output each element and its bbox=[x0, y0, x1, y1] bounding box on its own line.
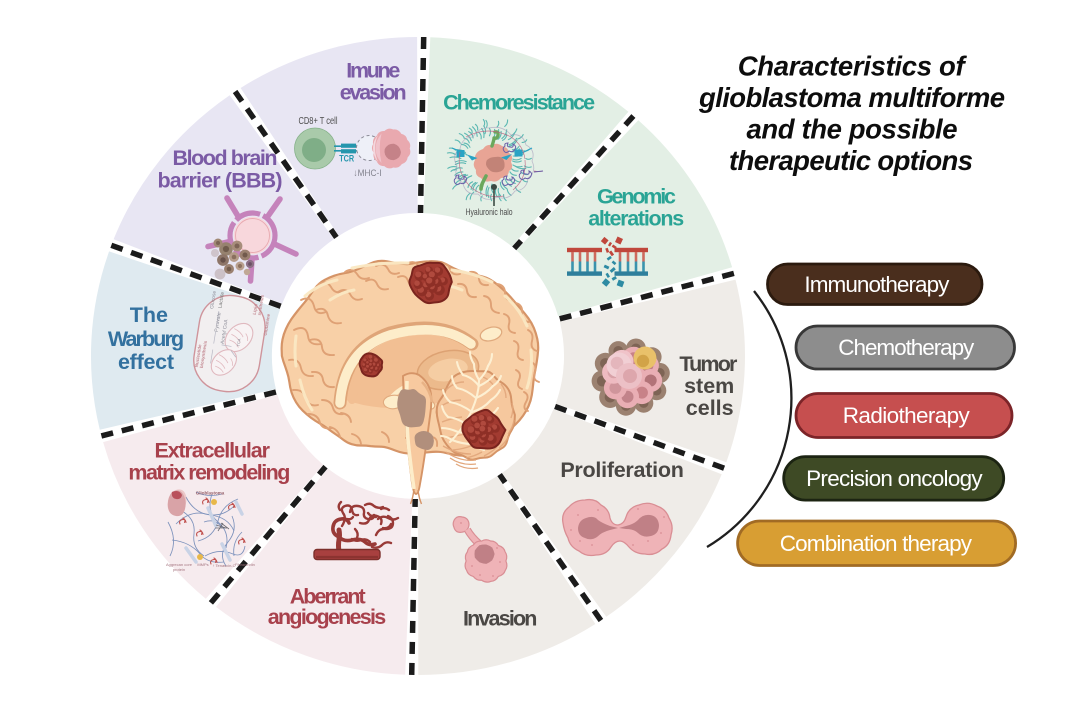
svg-text:MMPs: MMPs bbox=[197, 562, 208, 567]
svg-text:Glucose: Glucose bbox=[209, 290, 218, 309]
svg-text:CD8+ T cell: CD8+ T cell bbox=[299, 116, 338, 127]
svg-text:Characteristics of: Characteristics of bbox=[738, 51, 968, 82]
svg-text:Lipid: Lipid bbox=[252, 303, 259, 315]
svg-text:TCR: TCR bbox=[339, 153, 354, 163]
svg-text:Proliferation: Proliferation bbox=[560, 458, 684, 482]
svg-text:Tumor: Tumor bbox=[679, 352, 738, 376]
svg-text:Glutamine: Glutamine bbox=[263, 313, 271, 336]
svg-text:matrix remodeling: matrix remodeling bbox=[128, 461, 290, 485]
svg-text:Hyaluronic halo: Hyaluronic halo bbox=[466, 207, 513, 218]
svg-text:↓MHC-I: ↓MHC-I bbox=[354, 168, 382, 179]
svg-text:Invasion: Invasion bbox=[463, 606, 538, 630]
svg-text:TCA: TCA bbox=[236, 338, 242, 347]
svg-text:glioblastoma multiforme: glioblastoma multiforme bbox=[698, 82, 1005, 113]
svg-text:and the possible: and the possible bbox=[747, 114, 958, 145]
svg-text:Acetyl CoA: Acetyl CoA bbox=[220, 318, 230, 344]
svg-text:Imune: Imune bbox=[346, 59, 400, 83]
svg-text:Chemotherapy: Chemotherapy bbox=[838, 335, 975, 360]
svg-text:Lactate: Lactate bbox=[217, 291, 226, 308]
svg-text:Fibronectin: Fibronectin bbox=[235, 562, 255, 567]
svg-text:alterations: alterations bbox=[588, 206, 684, 230]
svg-text:angiogenesis: angiogenesis bbox=[268, 605, 387, 629]
svg-text:Glioblastoma: Glioblastoma bbox=[196, 491, 225, 496]
svg-text:Immunotherapy: Immunotherapy bbox=[804, 272, 950, 297]
svg-text:evasion: evasion bbox=[340, 80, 407, 104]
svg-text:barrier (BBB): barrier (BBB) bbox=[158, 169, 283, 193]
svg-text:effect: effect bbox=[118, 350, 174, 374]
svg-text:Extracellular: Extracellular bbox=[154, 438, 270, 462]
svg-text:Pyruvate: Pyruvate bbox=[214, 312, 223, 333]
svg-text:Aggrecan core: Aggrecan core bbox=[166, 562, 193, 567]
svg-text:synthesis: synthesis bbox=[257, 294, 265, 316]
svg-text:Aberrant: Aberrant bbox=[290, 585, 366, 609]
svg-text:Blood brain: Blood brain bbox=[173, 146, 278, 170]
svg-text:Genomic: Genomic bbox=[597, 185, 676, 209]
svg-text:biosynthesis: biosynthesis bbox=[199, 340, 208, 368]
svg-text:Nucleotide: Nucleotide bbox=[194, 344, 203, 368]
svg-text:↑ Tenascin-C: ↑ Tenascin-C bbox=[212, 563, 235, 568]
svg-text:stem: stem bbox=[684, 374, 734, 398]
svg-text:Precision oncology: Precision oncology bbox=[806, 466, 983, 491]
svg-text:protein: protein bbox=[173, 567, 185, 572]
svg-text:Radiotherapy: Radiotherapy bbox=[843, 403, 971, 428]
svg-text:Warburg: Warburg bbox=[108, 327, 184, 351]
svg-text:The: The bbox=[130, 303, 168, 327]
svg-text:therapeutic options: therapeutic options bbox=[729, 145, 973, 176]
svg-text:Chemoresistance: Chemoresistance bbox=[443, 91, 595, 115]
svg-text:Combination therapy: Combination therapy bbox=[780, 531, 973, 556]
svg-text:cells: cells bbox=[686, 396, 734, 420]
